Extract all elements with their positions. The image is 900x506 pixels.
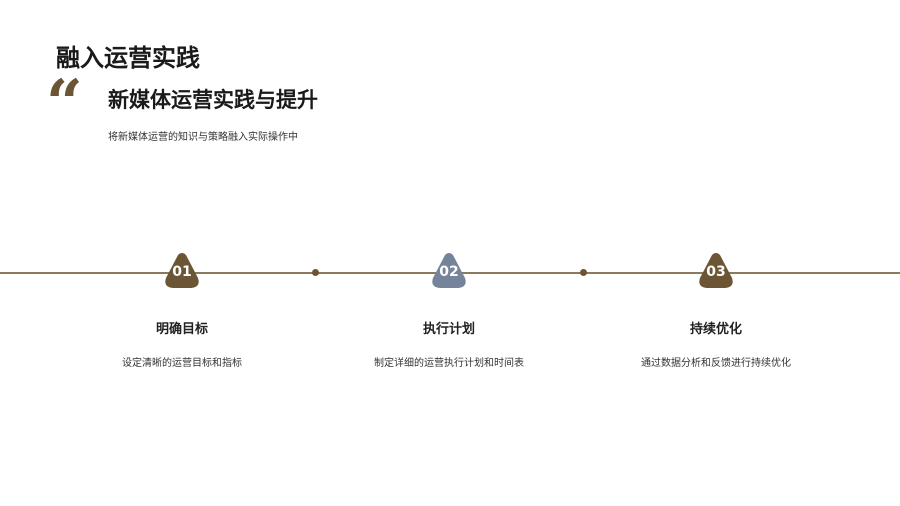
- step-title: 执行计划: [422, 322, 475, 337]
- quote-icon: “: [46, 66, 83, 141]
- step-title: 持续优化: [689, 322, 742, 337]
- step-number: 03: [706, 264, 726, 280]
- step-text: 设定清晰的运营目标和指标: [122, 358, 242, 369]
- step-1: 01 明确目标 设定清晰的运营目标和指标: [82, 252, 282, 373]
- step-3: 03 持续优化 通过数据分析和反馈进行持续优化: [616, 252, 816, 373]
- step-2: 02 执行计划 制定详细的运营执行计划和时间表: [349, 252, 549, 373]
- step-badge: 02: [430, 252, 468, 290]
- step-number: 02: [439, 264, 459, 280]
- step-number: 01: [172, 264, 192, 280]
- subtitle: 新媒体运营实践与提升: [108, 88, 318, 112]
- description: 将新媒体运营的知识与策略融入实际操作中: [108, 132, 298, 143]
- step-badge: 03: [697, 252, 735, 290]
- step-text: 通过数据分析和反馈进行持续优化: [641, 358, 791, 369]
- timeline-dot: [312, 269, 319, 276]
- page-title: 融入运营实践: [56, 44, 200, 72]
- step-badge: 01: [163, 252, 201, 290]
- timeline-dot: [580, 269, 587, 276]
- step-text: 制定详细的运营执行计划和时间表: [374, 358, 524, 369]
- step-title: 明确目标: [155, 322, 208, 337]
